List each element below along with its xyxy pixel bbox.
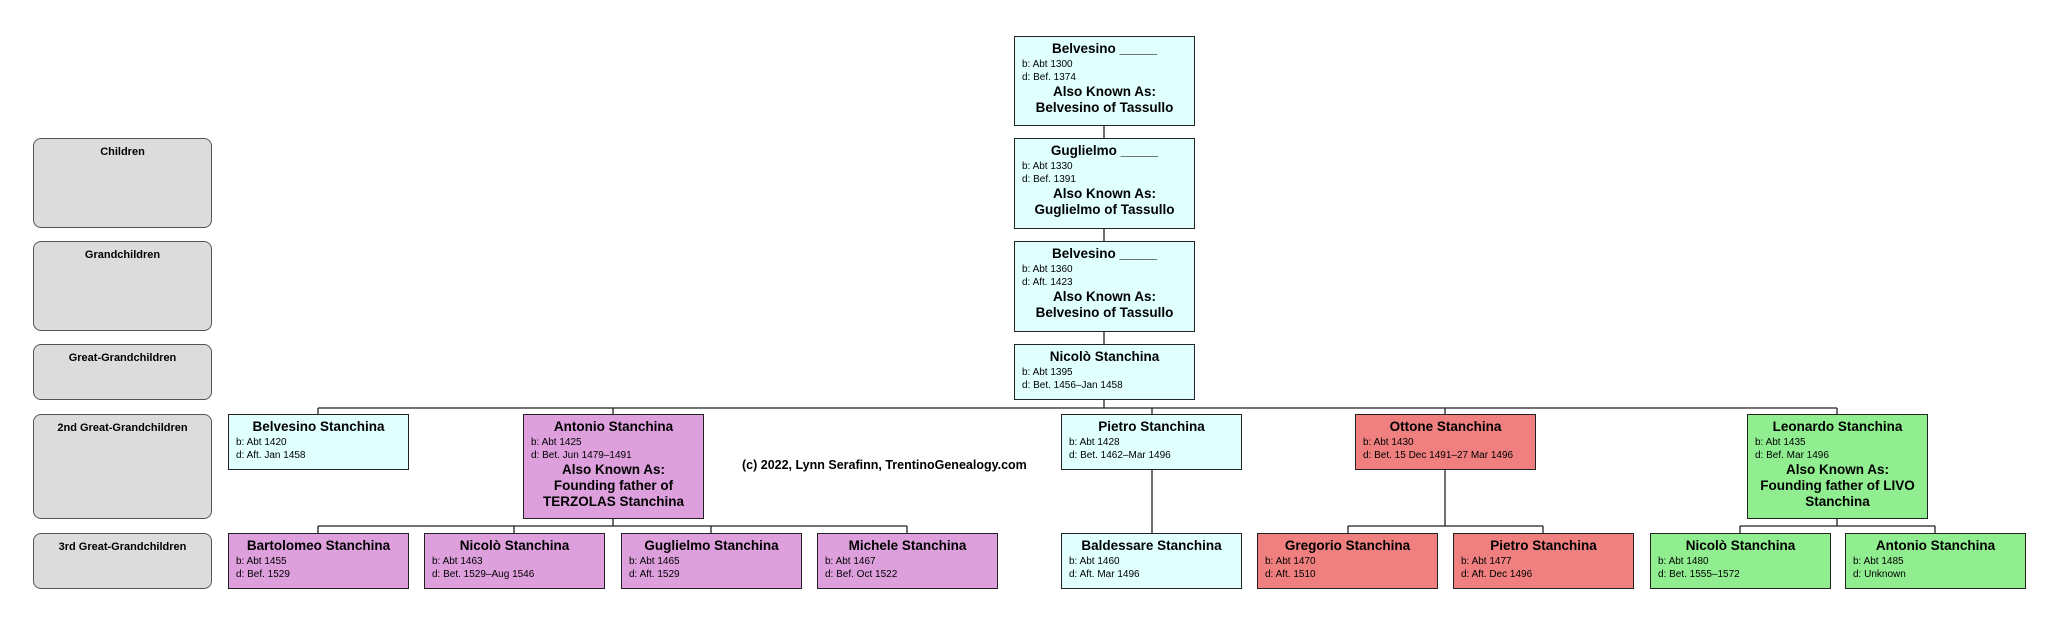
person-card: Belvesino _____ b: Abt 1360 d: Aft. 1423… (1014, 241, 1195, 332)
person-name: Baldessare Stanchina (1081, 538, 1222, 553)
generation-label-grandchildren: Grandchildren (33, 241, 212, 331)
birth-date: b: Abt 1477 (1461, 556, 1512, 567)
also-known-as-label: Also Known As: (1053, 186, 1156, 201)
copyright-notice: (c) 2022, Lynn Serafinn, TrentinoGenealo… (742, 458, 1027, 472)
death-date: d: Aft. Mar 1496 (1069, 569, 1140, 580)
birth-date: b: Abt 1360 (1022, 264, 1073, 275)
person-card: Nicolò Stanchina b: Abt 1463 d: Bet. 152… (424, 533, 605, 589)
person-card: Ottone Stanchina b: Abt 1430 d: Bet. 15 … (1355, 414, 1536, 470)
person-name: Guglielmo _____ (1050, 143, 1159, 158)
person-card: Nicolò Stanchina b: Abt 1395 d: Bet. 145… (1014, 344, 1195, 400)
death-date: d: Bet. 1555–1572 (1658, 569, 1740, 580)
person-card: Nicolò Stanchina b: Abt 1480 d: Bet. 155… (1650, 533, 1831, 589)
birth-date: b: Abt 1428 (1069, 437, 1120, 448)
birth-date: b: Abt 1300 (1022, 59, 1073, 70)
person-card: Michele Stanchina b: Abt 1467 d: Bef. Oc… (817, 533, 998, 589)
person-name: Leonardo Stanchina (1772, 419, 1903, 434)
person-card: Bartolomeo Stanchina b: Abt 1455 d: Bef.… (228, 533, 409, 589)
person-card: Belvesino Stanchina b: Abt 1420 d: Aft. … (228, 414, 409, 470)
death-date: d: Aft. Dec 1496 (1461, 569, 1533, 580)
also-known-as: Founding father of TERZOLAS Stanchina (542, 478, 684, 509)
death-date: d: Bet. 15 Dec 1491–27 Mar 1496 (1363, 450, 1514, 461)
birth-date: b: Abt 1480 (1658, 556, 1709, 567)
person-card: Antonio Stanchina b: Abt 1485 d: Unknown (1845, 533, 2026, 589)
death-date: d: Bef. Oct 1522 (825, 569, 898, 580)
generation-label-2nd-great-grandchildren: 2nd Great-Grandchildren (33, 414, 212, 519)
birth-date: b: Abt 1420 (236, 437, 287, 448)
death-date: d: Aft. 1423 (1022, 277, 1073, 288)
person-name: Belvesino _____ (1051, 41, 1158, 56)
person-card: Leonardo Stanchina b: Abt 1435 d: Bef. M… (1747, 414, 1928, 519)
birth-date: b: Abt 1425 (531, 437, 582, 448)
birth-date: b: Abt 1467 (825, 556, 876, 567)
also-known-as: Guglielmo of Tassullo (1034, 202, 1175, 217)
also-known-as: Belvesino of Tassullo (1035, 100, 1174, 115)
birth-date: b: Abt 1435 (1755, 437, 1806, 448)
person-name: Ottone Stanchina (1389, 419, 1502, 434)
birth-date: b: Abt 1455 (236, 556, 287, 567)
person-card: Gregorio Stanchina b: Abt 1470 d: Aft. 1… (1257, 533, 1438, 589)
death-date: d: Bet. 1462–Mar 1496 (1069, 450, 1171, 461)
person-name: Pietro Stanchina (1490, 538, 1597, 553)
generation-label-3rd-great-grandchildren: 3rd Great-Grandchildren (33, 533, 212, 589)
death-date: d: Bet. 1529–Aug 1546 (432, 569, 535, 580)
death-date: d: Bef. 1391 (1022, 174, 1076, 185)
birth-date: b: Abt 1395 (1022, 367, 1073, 378)
person-card: Pietro Stanchina b: Abt 1428 d: Bet. 146… (1061, 414, 1242, 470)
person-name: Antonio Stanchina (553, 419, 674, 434)
birth-date: b: Abt 1460 (1069, 556, 1120, 567)
person-name: Belvesino Stanchina (252, 419, 385, 434)
person-name: Bartolomeo Stanchina (246, 538, 391, 553)
person-name: Nicolò Stanchina (1685, 538, 1796, 553)
person-name: Guglielmo Stanchina (644, 538, 779, 553)
generation-label-children: Children (33, 138, 212, 228)
death-date: d: Bef. 1374 (1022, 72, 1076, 83)
also-known-as-label: Also Known As: (1053, 289, 1156, 304)
death-date: d: Unknown (1853, 569, 1906, 580)
birth-date: b: Abt 1430 (1363, 437, 1414, 448)
death-date: d: Aft. 1529 (629, 569, 680, 580)
person-name: Antonio Stanchina (1875, 538, 1996, 553)
also-known-as: Belvesino of Tassullo (1035, 305, 1174, 320)
birth-date: b: Abt 1485 (1853, 556, 1904, 567)
also-known-as: Founding father of LIVO Stanchina (1760, 478, 1915, 509)
also-known-as-label: Also Known As: (1053, 84, 1156, 99)
person-name: Gregorio Stanchina (1284, 538, 1411, 553)
person-card: Baldessare Stanchina b: Abt 1460 d: Aft.… (1061, 533, 1242, 589)
person-name: Pietro Stanchina (1098, 419, 1205, 434)
birth-date: b: Abt 1463 (432, 556, 483, 567)
person-name: Belvesino _____ (1051, 246, 1158, 261)
person-card: Guglielmo Stanchina b: Abt 1465 d: Aft. … (621, 533, 802, 589)
also-known-as-label: Also Known As: (1786, 462, 1889, 477)
death-date: d: Aft. 1510 (1265, 569, 1316, 580)
birth-date: b: Abt 1470 (1265, 556, 1316, 567)
also-known-as-label: Also Known As: (562, 462, 665, 477)
person-name: Michele Stanchina (848, 538, 967, 553)
person-card: Belvesino _____ b: Abt 1300 d: Bef. 1374… (1014, 36, 1195, 126)
birth-date: b: Abt 1465 (629, 556, 680, 567)
person-name: Nicolò Stanchina (459, 538, 570, 553)
death-date: d: Bet. Jun 1479–1491 (531, 450, 632, 461)
death-date: d: Bef. 1529 (236, 569, 290, 580)
person-card: Antonio Stanchina b: Abt 1425 d: Bet. Ju… (523, 414, 704, 519)
death-date: d: Bef. Mar 1496 (1755, 450, 1829, 461)
generation-label-great-grandchildren: Great-Grandchildren (33, 344, 212, 400)
birth-date: b: Abt 1330 (1022, 161, 1073, 172)
death-date: d: Bet. 1456–Jan 1458 (1022, 380, 1123, 391)
person-name: Nicolò Stanchina (1049, 349, 1160, 364)
person-card: Guglielmo _____ b: Abt 1330 d: Bef. 1391… (1014, 138, 1195, 229)
death-date: d: Aft. Jan 1458 (236, 450, 306, 461)
person-card: Pietro Stanchina b: Abt 1477 d: Aft. Dec… (1453, 533, 1634, 589)
